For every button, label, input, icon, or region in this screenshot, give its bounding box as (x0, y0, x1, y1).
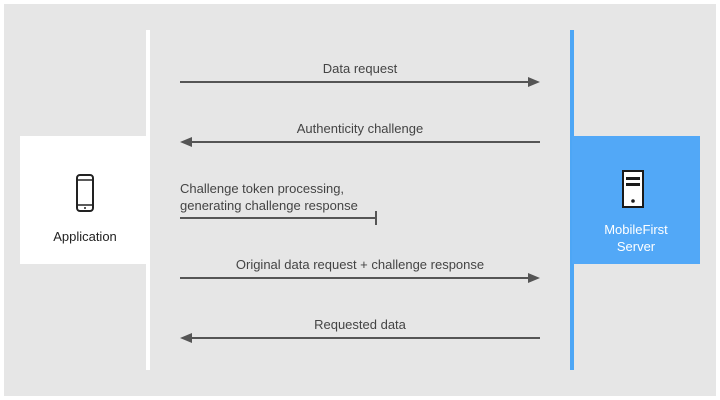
original-request-label: Original data request + challenge respon… (235, 257, 485, 272)
authenticity-challenge-label: Authenticity challenge (296, 121, 424, 136)
challenge-processing-line1: Challenge token processing, (180, 181, 345, 196)
data-request-label: Data request (322, 61, 398, 76)
authenticity-challenge-arrow (180, 137, 540, 147)
data-request-arrow (180, 77, 540, 87)
application-box (20, 136, 146, 264)
server-label: MobileFirst Server (572, 221, 700, 255)
challenge-processing-line2: generating challenge response (180, 198, 358, 213)
server-label-line1: MobileFirst (604, 222, 668, 237)
server-icon (622, 170, 644, 208)
smartphone-icon (76, 174, 94, 212)
challenge-processing-self-arrow (180, 211, 377, 225)
application-lifeline (146, 30, 150, 370)
original-request-arrow (180, 273, 540, 283)
server-label-line2: Server (616, 239, 656, 254)
challenge-processing-label: Challenge token processing, generating c… (180, 180, 358, 214)
application-label: Application (53, 229, 117, 244)
requested-data-label: Requested data (314, 317, 406, 332)
requested-data-arrow (180, 333, 540, 343)
